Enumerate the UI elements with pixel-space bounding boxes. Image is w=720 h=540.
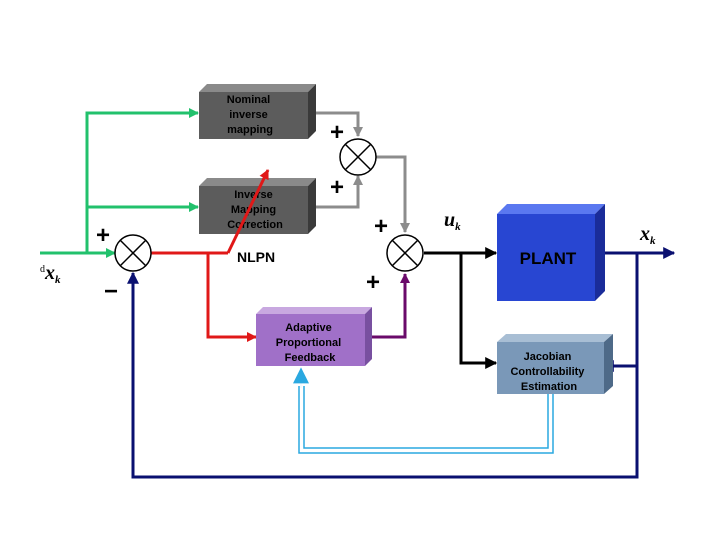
sum1-plus-sign: +: [96, 222, 110, 249]
inverse-correction-block: Inverse Mapping Correction: [199, 178, 316, 234]
adaptive-label-line-2: Proportional: [276, 337, 341, 349]
nlpn-adaptation-arrow: [226, 169, 270, 254]
svg-text:Jacobian Controllability: Jacobian Controllability Estimation: [510, 351, 587, 393]
sum2-top-plus-sign: +: [330, 119, 344, 146]
sum1-minus-sign: −: [104, 278, 118, 305]
adaptive-feedback-block: Adaptive Proportional Feedback: [256, 307, 372, 366]
sum3-left-plus-sign: +: [374, 213, 388, 240]
jacobian-estimation-block: Jacobian Controllability Estimation: [497, 334, 613, 394]
adaptive-label-line-1: Adaptive: [285, 322, 331, 334]
nominal-label-line-2: inverse: [229, 109, 268, 121]
plant-block: PLANT: [497, 204, 605, 301]
estimate-line-outer: [298, 386, 554, 454]
error-signal-lines: [151, 251, 257, 342]
sum3-bottom-plus-sign: +: [366, 269, 380, 296]
output-label: xk: [639, 223, 656, 247]
gray-signal-lines: [314, 111, 410, 233]
sum2-bottom-plus-sign: +: [330, 174, 344, 201]
control-label: uk: [444, 209, 461, 233]
jacobian-label-line-1: Jacobian: [524, 351, 572, 363]
correction-label-line-2: Mapping: [231, 204, 276, 216]
nominal-to-sum2-arrow: [314, 111, 363, 137]
sum2-to-sum3-arrow: [375, 155, 410, 233]
correction-label-line-1: Inverse: [234, 189, 273, 201]
summing-junction-3: [386, 234, 424, 272]
adaptive-to-sum3-arrow: [368, 273, 410, 339]
jacobian-label-line-2: Controllability: [510, 366, 585, 378]
correction-to-sum2-arrow: [314, 175, 363, 209]
nominal-inverse-block: Nominal inverse mapping: [199, 84, 316, 139]
correction-label-line-3: Correction: [227, 219, 283, 231]
nominal-label-line-3: mapping: [227, 124, 273, 136]
nlpn-label: NLPN: [237, 249, 275, 265]
nominal-label-line-1: Nominal: [227, 94, 270, 106]
svg-text:Adaptive Proportional: Adaptive Proportional Feedback: [276, 322, 344, 364]
input-label: dxk: [40, 262, 61, 286]
summing-junction-1: [114, 234, 152, 272]
svg-text:Inverse Mapping Co: Inverse Mapping Correction: [227, 189, 283, 231]
svg-text:Nominal inverse ma: Nominal inverse mapping: [227, 94, 273, 136]
input-signal-lines: [40, 108, 199, 258]
adaptive-label-line-3: Feedback: [285, 352, 337, 364]
control-signal-lines: [424, 247, 498, 369]
jacobian-label-line-3: Estimation: [521, 381, 578, 393]
estimate-signal-lines: [293, 367, 554, 454]
error-to-adaptive-arrow: [206, 253, 257, 342]
summing-junction-2: [339, 138, 377, 176]
estimate-line-inner: [303, 386, 549, 449]
plant-label: PLANT: [520, 249, 577, 268]
control-to-jacobian-arrow: [459, 253, 498, 369]
